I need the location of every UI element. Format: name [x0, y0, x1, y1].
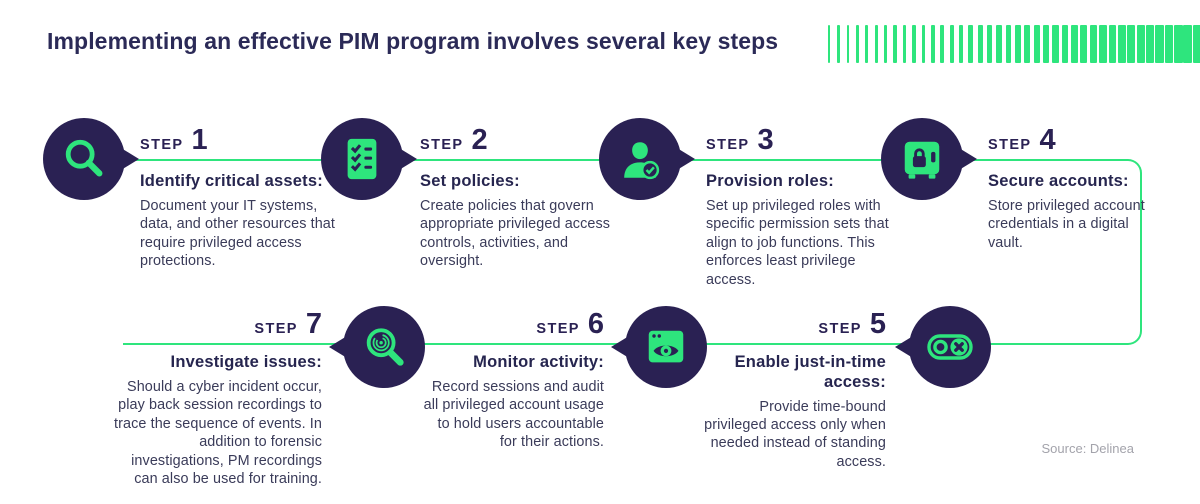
step-number: 4 [1039, 124, 1056, 156]
step-4-text: STEP 4 Secure accounts: Store privileged… [988, 126, 1158, 252]
step-6-label: STEP 6 [422, 310, 604, 340]
step-4-label: STEP 4 [988, 126, 1158, 158]
step-1-label: STEP 1 [140, 126, 348, 158]
green-bar [902, 25, 907, 63]
step-5-bubble [909, 306, 991, 388]
step-7-body: Should a cyber incident occur, play back… [114, 378, 322, 487]
step-2-body: Create policies that govern appropriate … [420, 197, 611, 270]
step-word: STEP [706, 137, 750, 153]
green-bar [1005, 25, 1012, 63]
green-bar [996, 25, 1002, 63]
green-bar [1033, 25, 1040, 63]
user-check-icon [624, 142, 660, 180]
green-bar [846, 25, 850, 63]
monitor-eye-icon [648, 330, 684, 363]
step-7-label: STEP 7 [110, 310, 322, 340]
green-bar [893, 25, 897, 63]
step-1-text: STEP 1 Identify critical assets: Documen… [140, 126, 348, 271]
step-5-label: STEP 5 [694, 310, 886, 340]
green-bar [930, 25, 935, 63]
green-bar [1071, 25, 1078, 63]
step-6-bubble [625, 306, 707, 388]
green-bar [940, 25, 945, 63]
green-bar [1173, 25, 1183, 63]
green-bar [958, 25, 964, 63]
step-word: STEP [420, 137, 464, 153]
step-4-body: Store privileged account credentials in … [988, 197, 1145, 251]
step-word: STEP [536, 321, 580, 337]
green-bar [874, 25, 878, 63]
green-bar [1164, 25, 1174, 63]
step-5-text: STEP 5 Enable just-in-time access: Provi… [694, 310, 886, 471]
step-word: STEP [988, 137, 1032, 153]
step-word: STEP [254, 321, 298, 337]
step-3-title: Provision roles: [706, 172, 834, 190]
green-bar [1183, 25, 1193, 63]
step-3-label: STEP 3 [706, 126, 892, 158]
green-bar [1080, 25, 1088, 63]
source-attribution: Source: Delinea [1041, 441, 1135, 456]
step-1-bubble [43, 118, 125, 200]
step-6-body: Record sessions and audit all privileged… [423, 378, 604, 451]
step-number: 5 [869, 308, 886, 340]
vault-icon [904, 141, 940, 179]
green-bar [1136, 25, 1145, 63]
green-bar [1127, 25, 1136, 63]
green-bar [1015, 25, 1021, 63]
green-bar [1061, 25, 1069, 63]
checklist-icon [347, 138, 377, 180]
green-bar [1024, 25, 1031, 63]
step-number: 6 [587, 308, 604, 340]
step-2-label: STEP 2 [420, 126, 628, 158]
green-bar [977, 25, 983, 63]
step-3-bubble [599, 118, 681, 200]
green-bar [828, 25, 830, 63]
step-4-bubble [881, 118, 963, 200]
step-7-text: STEP 7 Investigate issues: Should a cybe… [110, 310, 322, 488]
green-bar [1155, 25, 1164, 63]
green-bar [865, 25, 869, 63]
step-7-title: Investigate issues: [170, 353, 322, 371]
green-bar [1052, 25, 1059, 63]
green-bar [949, 25, 954, 63]
green-bar [1089, 25, 1097, 63]
green-bar [1117, 25, 1126, 63]
step-number: 3 [757, 124, 774, 156]
step-2-text: STEP 2 Set policies: Create policies tha… [420, 126, 628, 271]
step-number: 2 [471, 124, 488, 156]
magnifier-icon [65, 139, 103, 177]
step-3-text: STEP 3 Provision roles: Set up privilege… [706, 126, 892, 289]
step-4-title: Secure accounts: [988, 172, 1129, 190]
toggle-x-icon [927, 334, 973, 360]
decorative-green-bars [828, 25, 1200, 63]
green-bar [1192, 25, 1200, 63]
step-2-bubble [321, 118, 403, 200]
green-bar [986, 25, 993, 63]
step-5-title: Enable just-in-time access: [734, 353, 886, 391]
step-word: STEP [818, 321, 862, 337]
green-bar [1108, 25, 1117, 63]
green-bar [921, 25, 926, 63]
step-3-body: Set up privileged roles with specific pe… [706, 197, 889, 288]
step-1-body: Document your IT systems, data, and othe… [140, 197, 335, 270]
step-2-title: Set policies: [420, 172, 520, 190]
step-6-title: Monitor activity: [473, 353, 604, 371]
green-bar [968, 25, 974, 63]
step-number: 1 [191, 124, 208, 156]
green-bar [1043, 25, 1050, 63]
step-5-body: Provide time-bound privileged access onl… [704, 398, 886, 470]
fingerprint-magnifier-icon [366, 328, 404, 366]
page-title: Implementing an effective PIM program in… [47, 28, 779, 54]
step-1-title: Identify critical assets: [140, 172, 323, 190]
green-bar [1099, 25, 1107, 63]
green-bar [1145, 25, 1155, 63]
green-bar [912, 25, 916, 63]
green-bar [884, 25, 888, 63]
step-word: STEP [140, 137, 184, 153]
step-7-bubble [343, 306, 425, 388]
green-bar [856, 25, 859, 63]
step-6-text: STEP 6 Monitor activity: Record sessions… [422, 310, 604, 452]
green-bar [837, 25, 840, 63]
step-number: 7 [305, 308, 322, 340]
